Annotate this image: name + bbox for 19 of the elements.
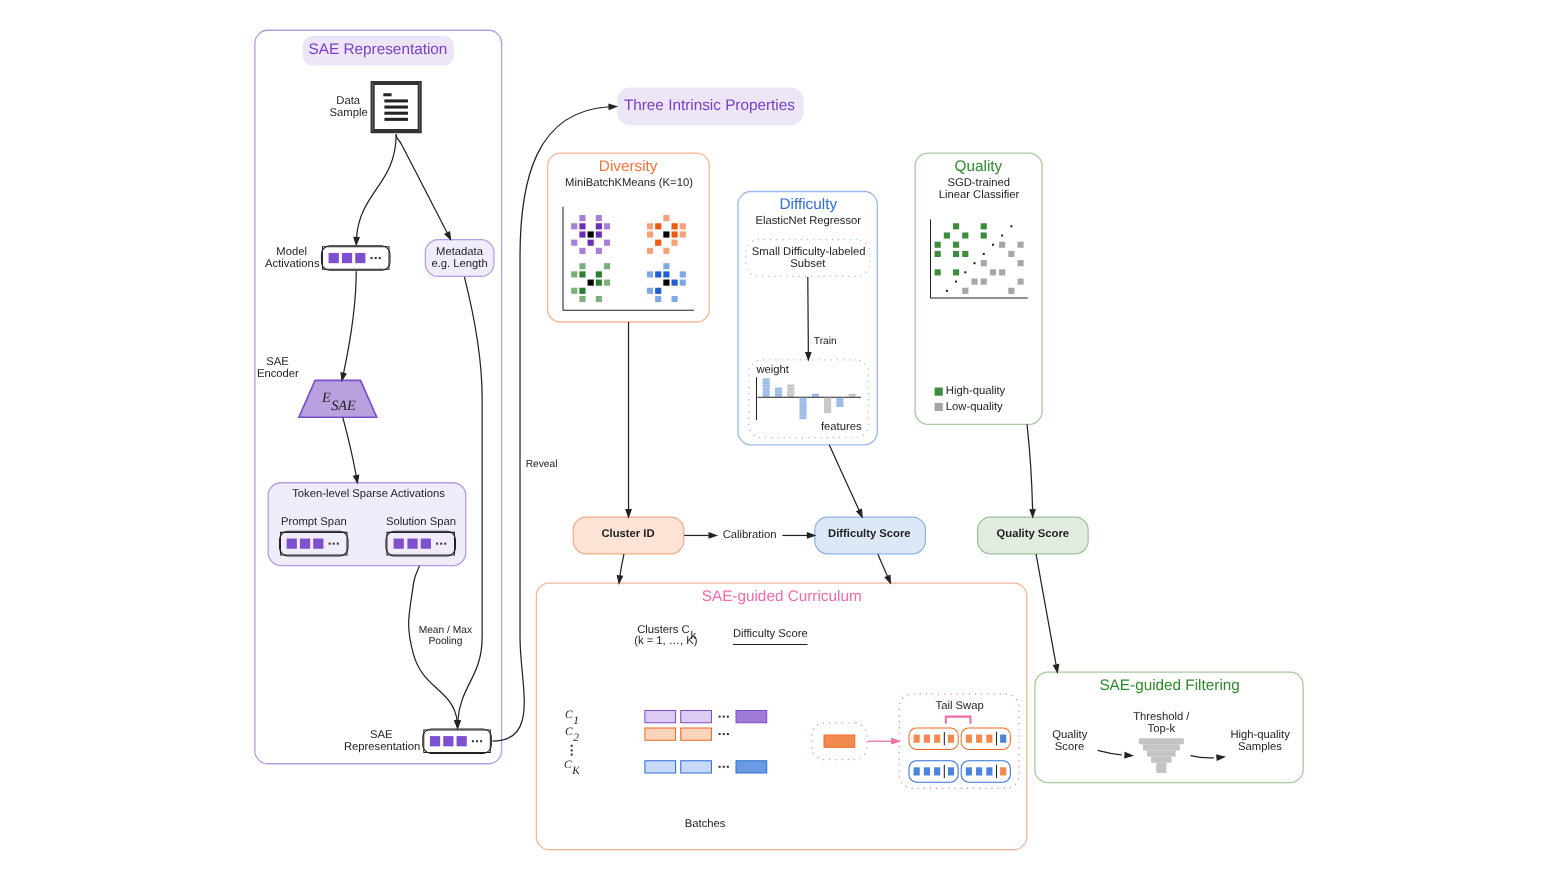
arrow: [625, 320, 632, 518]
arrow: [491, 102, 619, 741]
arrow: [866, 736, 901, 744]
arrow: [828, 443, 863, 518]
arrow: [877, 552, 892, 584]
arrow: [395, 132, 452, 240]
arrow: [1026, 422, 1036, 518]
arrow: [804, 275, 812, 361]
node-box: [811, 721, 868, 760]
arrow: [683, 531, 719, 538]
arrow: [340, 269, 357, 382]
arrow: [1097, 748, 1134, 758]
arrow: [616, 552, 625, 584]
arrow: [353, 132, 397, 246]
arrow: [1035, 552, 1060, 673]
arrow: [781, 531, 817, 538]
arrow: [1189, 753, 1226, 761]
arrow: [342, 415, 360, 484]
node-picture: [562, 205, 695, 310]
